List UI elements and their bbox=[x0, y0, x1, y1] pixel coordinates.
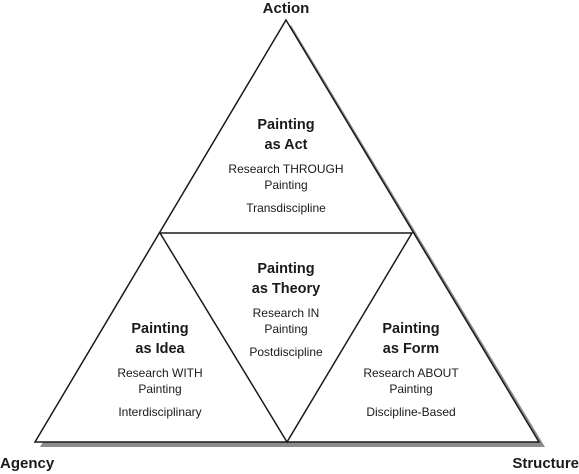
block-discipline-line: Transdiscipline bbox=[246, 200, 326, 215]
block-research-line: Research ABOUT bbox=[363, 366, 459, 381]
block-research-line: Research THROUGH bbox=[228, 162, 344, 177]
block-research-line: Research IN bbox=[252, 306, 320, 321]
block-discipline-line: Postdiscipline bbox=[249, 344, 323, 359]
block-research-line: Research WITH bbox=[117, 366, 203, 381]
block-painting-as-form: Painting as Form Research ABOUT Painting… bbox=[321, 320, 501, 420]
block-title: Painting bbox=[257, 261, 315, 277]
block-title: as Form bbox=[382, 340, 440, 357]
corner-label-structure: Structure bbox=[512, 455, 579, 472]
block-title: Painting bbox=[131, 321, 189, 337]
block-research-line: Painting bbox=[138, 382, 182, 397]
block-title: as Theory bbox=[251, 280, 321, 297]
block-painting-as-theory: Painting as Theory Research IN Painting … bbox=[196, 260, 376, 360]
block-painting-as-act: Painting as Act Research THROUGH Paintin… bbox=[196, 116, 376, 216]
block-research-line: Painting bbox=[389, 382, 433, 397]
block-discipline-line: Discipline-Based bbox=[366, 404, 456, 419]
block-title: Painting bbox=[257, 117, 315, 133]
block-title: as Act bbox=[264, 136, 308, 153]
corner-label-action: Action bbox=[262, 0, 310, 17]
block-discipline-line: Interdisciplinary bbox=[118, 404, 202, 419]
corner-label-agency: Agency bbox=[0, 455, 55, 472]
block-title: as Idea bbox=[135, 340, 185, 357]
block-painting-as-idea: Painting as Idea Research WITH Painting … bbox=[70, 320, 250, 420]
inner-triangle bbox=[158, 232, 414, 444]
block-research-line: Painting bbox=[264, 322, 308, 337]
block-title: Painting bbox=[382, 321, 440, 337]
block-research-line: Painting bbox=[264, 178, 308, 193]
